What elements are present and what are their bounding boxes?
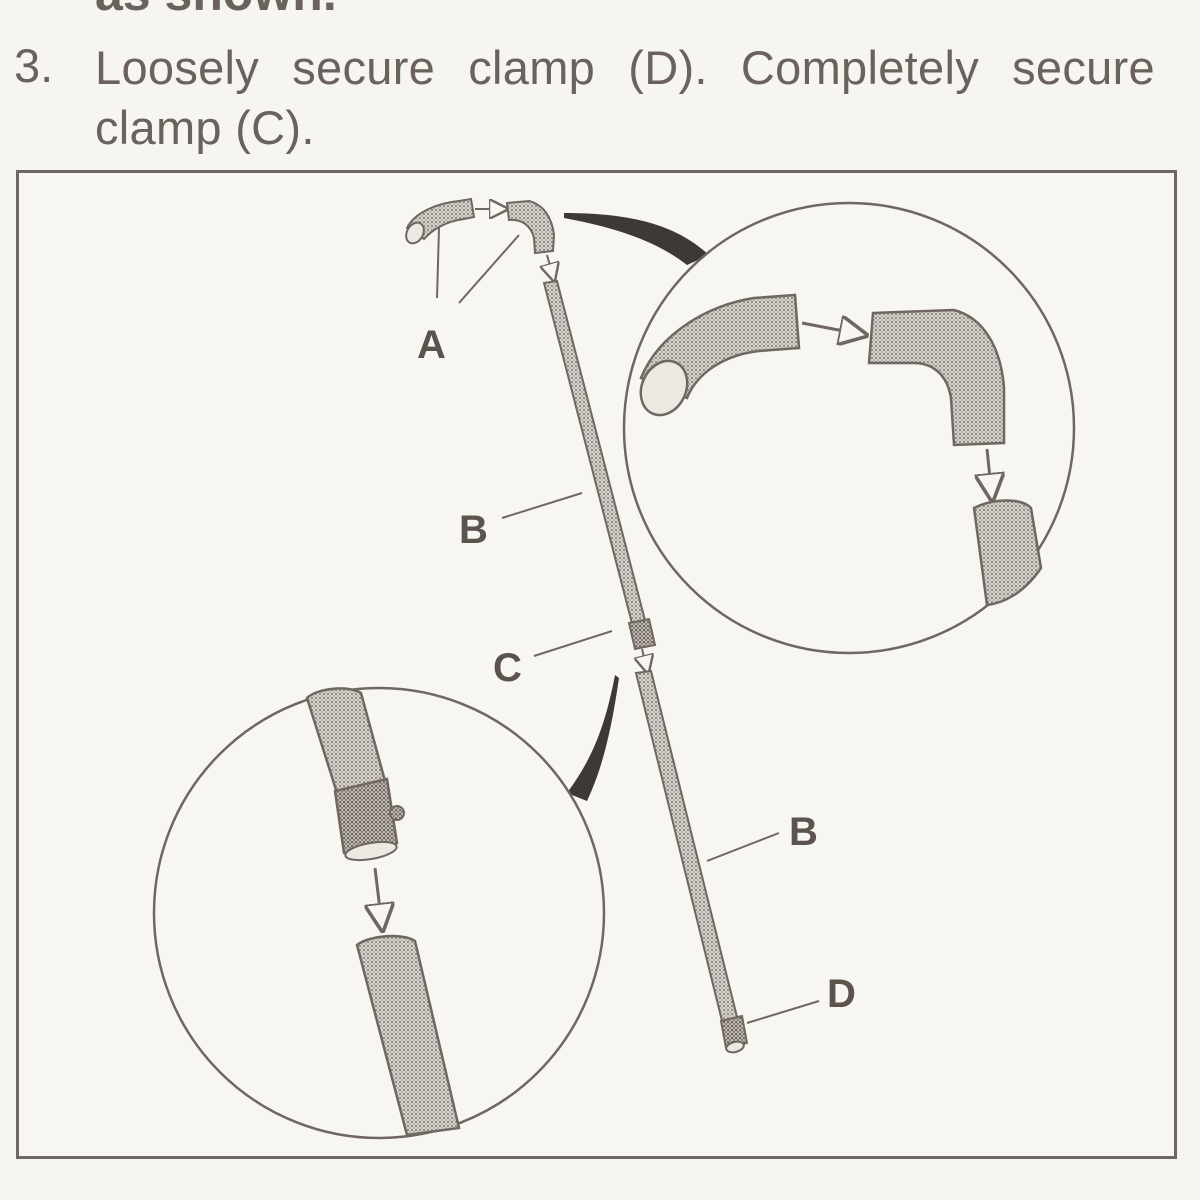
upper-pipe xyxy=(542,279,657,665)
callout-label-b-upper: B xyxy=(459,508,488,552)
step-instruction: Loosely secure clamp (D). Completely sec… xyxy=(95,41,1155,154)
assembly-illustration: A B C B D xyxy=(152,197,1076,1140)
callout-label-d: D xyxy=(827,972,856,1016)
step-number: 3. xyxy=(14,39,54,92)
callout-label-c: C xyxy=(493,646,522,690)
top-detail-pointer xyxy=(564,213,709,265)
previous-step-text-fragment: as shown. xyxy=(95,0,337,22)
elbow-detail-circle xyxy=(622,201,1076,655)
leader-lines xyxy=(436,227,820,1024)
lower-pipe xyxy=(634,669,749,1054)
callout-label-b-lower: B xyxy=(789,810,818,854)
callout-label-a: A xyxy=(417,323,446,367)
clamp-detail-circle xyxy=(152,686,606,1140)
elbow-pieces xyxy=(405,197,554,273)
assembly-figure: A B C B D xyxy=(16,170,1177,1159)
bottom-detail-pointer xyxy=(567,675,619,801)
